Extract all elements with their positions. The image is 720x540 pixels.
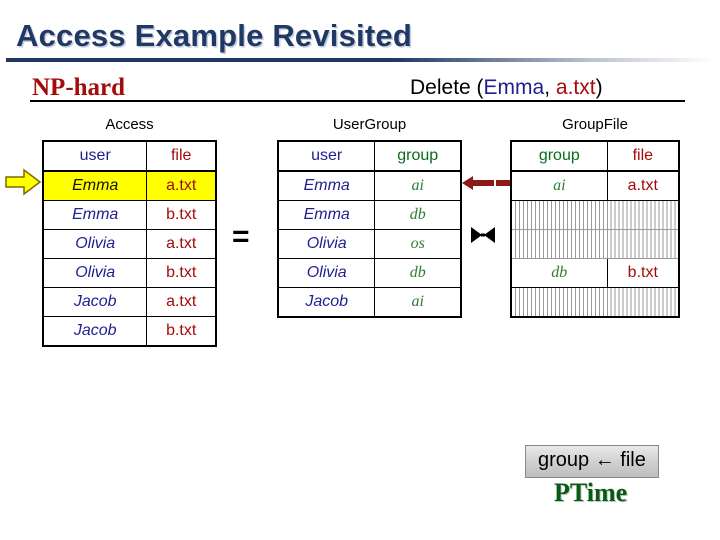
title-divider: [6, 58, 714, 62]
cell-file: a.txt: [146, 287, 217, 317]
table-usergroup: user group Emma ai Emma db Olivia os Oli…: [277, 140, 462, 318]
column-header-file: file: [146, 140, 217, 172]
delete-user-value: Emma: [483, 76, 545, 99]
cell-group: os: [374, 229, 462, 259]
table-row-deleted: [510, 200, 680, 230]
delete-separator: ,: [544, 76, 556, 99]
column-header-user: user: [42, 140, 148, 172]
table-access: user file Emma a.txt Emma b.txt Olivia a…: [42, 140, 217, 347]
cell-user: Emma: [42, 170, 148, 201]
column-header-file: file: [606, 140, 680, 172]
cell-group: db: [510, 258, 608, 288]
cell-deleted: [510, 229, 608, 259]
table-row[interactable]: Emma ai: [277, 170, 462, 201]
table-header-row: user file: [42, 140, 217, 172]
cell-group: ai: [374, 170, 462, 201]
table-header-row: group file: [510, 140, 680, 172]
table-row-deleted: [510, 229, 680, 259]
table-row[interactable]: ai a.txt: [510, 170, 680, 201]
table-caption-groupfile: GroupFile: [562, 116, 628, 133]
cell-user: Olivia: [277, 229, 376, 259]
table-row[interactable]: Olivia os: [277, 229, 462, 259]
table-row[interactable]: Emma a.txt: [42, 170, 217, 201]
cell-group: db: [374, 258, 462, 288]
cell-user: Jacob: [277, 287, 376, 318]
cell-deleted: [510, 200, 608, 230]
cell-file: b.txt: [146, 316, 217, 347]
table-groupfile: group file ai a.txt db b.txt: [510, 140, 680, 318]
cell-user: Jacob: [42, 287, 148, 317]
cell-file: b.txt: [606, 258, 680, 288]
cell-deleted: [606, 287, 680, 318]
header-underline: [30, 100, 685, 102]
cell-user: Olivia: [277, 258, 376, 288]
table-row[interactable]: Jacob ai: [277, 287, 462, 318]
table-row[interactable]: Emma db: [277, 200, 462, 230]
cell-file: b.txt: [146, 200, 217, 230]
red-left-arrow-icon: [462, 176, 494, 190]
cell-user: Olivia: [42, 229, 148, 259]
page-title: Access Example Revisited: [16, 18, 412, 53]
equals-operator: =: [232, 220, 250, 253]
cell-group: ai: [374, 287, 462, 318]
cell-user: Jacob: [42, 316, 148, 347]
complexity-label-ptime: PTime: [554, 478, 628, 507]
cell-file: a.txt: [146, 229, 217, 259]
cell-user: Olivia: [42, 258, 148, 288]
delete-file-value: a.txt: [555, 76, 596, 99]
cell-group: db: [374, 200, 462, 230]
join-bowtie-icon: [471, 227, 495, 243]
column-header-group: group: [374, 140, 462, 172]
cell-deleted: [606, 200, 680, 230]
cell-group: ai: [510, 170, 608, 201]
table-row[interactable]: Jacob b.txt: [42, 316, 217, 347]
table-row[interactable]: db b.txt: [510, 258, 680, 288]
column-header-group: group: [510, 140, 608, 172]
delete-operation-expression: Delete (Emma, a.txt): [410, 76, 603, 100]
table-row[interactable]: Olivia b.txt: [42, 258, 217, 288]
cell-user: Emma: [277, 170, 376, 201]
yellow-right-arrow-icon: [5, 168, 42, 196]
complexity-label-np-hard: NP-hard: [32, 74, 126, 101]
cell-file: a.txt: [606, 170, 680, 201]
cell-deleted: [606, 229, 680, 259]
cell-user: Emma: [42, 200, 148, 230]
table-caption-usergroup: UserGroup: [332, 116, 407, 133]
column-header-user: user: [277, 140, 376, 172]
delete-suffix: ): [595, 76, 603, 99]
table-row[interactable]: Olivia db: [277, 258, 462, 288]
table-row[interactable]: Emma b.txt: [42, 200, 217, 230]
cell-file: a.txt: [146, 170, 217, 201]
table-caption-access: Access: [105, 116, 154, 133]
cell-deleted: [510, 287, 608, 318]
table-row-deleted: [510, 287, 680, 318]
cell-file: b.txt: [146, 258, 217, 288]
delete-prefix: Delete (: [410, 76, 484, 99]
table-row[interactable]: Jacob a.txt: [42, 287, 217, 317]
table-row[interactable]: Olivia a.txt: [42, 229, 217, 259]
cell-user: Emma: [277, 200, 376, 230]
constraint-badge: group ← file: [525, 445, 659, 478]
table-header-row: user group: [277, 140, 462, 172]
